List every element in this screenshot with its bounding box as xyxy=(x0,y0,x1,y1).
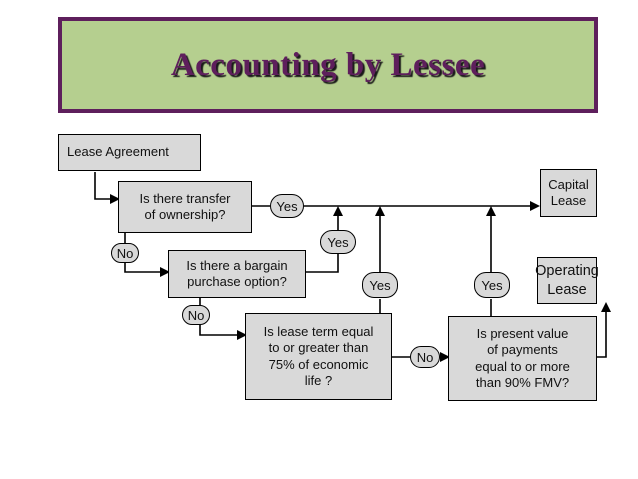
bargain-purchase-box: Is there a bargain purchase option? xyxy=(168,250,306,298)
lease-agreement-box: Lease Agreement xyxy=(58,134,201,171)
connector-pv-no xyxy=(597,302,611,358)
capital-lease-box: Capital Lease xyxy=(540,169,597,217)
page-title: Accounting by Lessee xyxy=(170,46,486,83)
yes-label-term: Yes xyxy=(362,272,398,298)
transfer-ownership-box: Is there transfer of ownership? xyxy=(118,181,252,233)
yes-label-bargain: Yes xyxy=(320,230,356,254)
no-label-transfer: No xyxy=(111,243,139,263)
connector-bargain-no xyxy=(199,298,245,335)
title-banner: Accounting by Lessee xyxy=(58,17,598,113)
operating-lease-box: Operating Lease xyxy=(535,257,599,304)
lease-term-box: Is lease term equal to or greater than 7… xyxy=(245,313,392,400)
yes-label-transfer: Yes xyxy=(270,194,304,218)
yes-label-present-value: Yes xyxy=(474,272,510,298)
no-label-term: No xyxy=(410,346,440,368)
present-value-box: Is present value of payments equal to or… xyxy=(448,316,597,401)
no-label-bargain: No xyxy=(182,305,210,325)
connector-bargain-yes xyxy=(306,208,338,273)
connector-agreement-to-transfer xyxy=(94,172,120,204)
connector-transfer-no xyxy=(124,233,168,272)
